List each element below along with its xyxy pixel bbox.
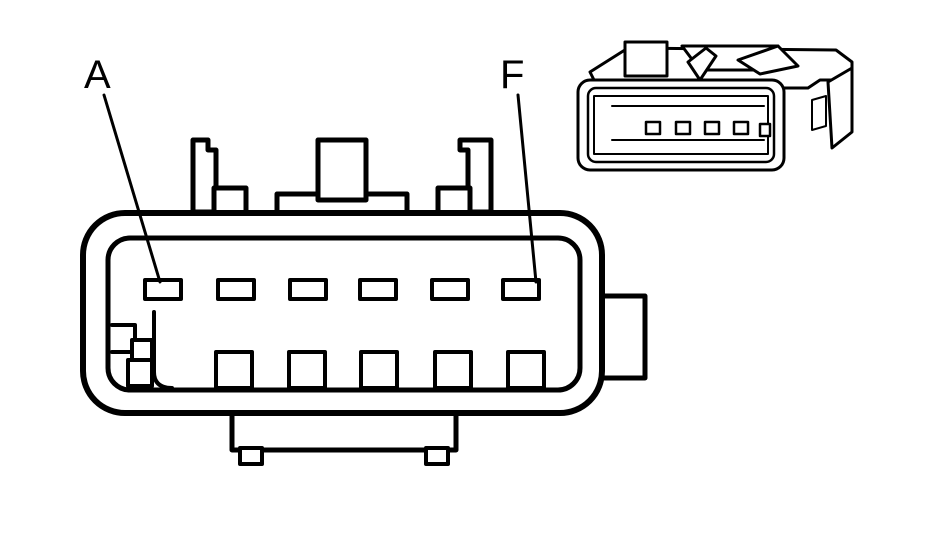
pin-cavity-c bbox=[288, 278, 328, 301]
pin-a-leader-line bbox=[102, 93, 162, 284]
pin-a-label: A bbox=[84, 53, 111, 97]
lock-window bbox=[287, 350, 327, 390]
pin-cavity-d bbox=[358, 278, 398, 301]
lock-window-row-bottom bbox=[214, 350, 546, 390]
lock-window bbox=[433, 350, 473, 390]
pin-cavity-row-top bbox=[143, 278, 541, 301]
lock-window bbox=[214, 350, 254, 390]
pin-f-label: F bbox=[500, 53, 524, 97]
connector-isometric-view bbox=[576, 40, 854, 172]
connector-inner-key bbox=[110, 310, 174, 390]
lock-window bbox=[359, 350, 399, 390]
pin-cavity-f bbox=[501, 278, 541, 301]
pin-cavity-e bbox=[430, 278, 470, 301]
connector-top-key bbox=[274, 137, 410, 219]
pin-cavity-b bbox=[216, 278, 256, 301]
lock-window bbox=[506, 350, 546, 390]
pin-cavity-a bbox=[143, 278, 183, 301]
pin-f-leader-line bbox=[516, 93, 538, 284]
isometric-pin-slots bbox=[644, 120, 772, 138]
